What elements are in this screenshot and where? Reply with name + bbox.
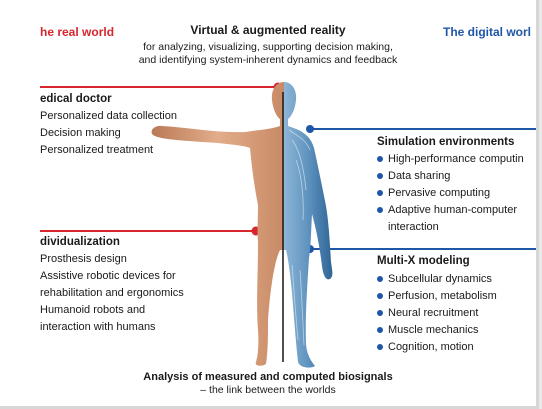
multi-x-modeling-list: Subcellular dynamics Perfusion, metaboli…	[377, 271, 497, 356]
digital-body-half	[284, 82, 333, 368]
list-item: Personalized treatment	[40, 144, 154, 156]
list-item: Cognition, motion	[377, 339, 497, 356]
simulation-environments-title: Simulation environments	[377, 136, 515, 148]
diagram-footer: Analysis of measured and computed biosig…	[0, 372, 536, 396]
list-item: rehabilitation and ergonomics	[40, 287, 184, 299]
list-item: Muscle mechanics	[377, 322, 497, 339]
medical-doctor-list: Personalized data collection Decision ma…	[40, 108, 177, 159]
list-item: High-performance computin	[377, 151, 536, 168]
footer-line1: Analysis of measured and computed biosig…	[143, 371, 393, 383]
real-body-half	[151, 82, 284, 366]
list-item: Pervasive computing	[377, 185, 536, 202]
list-item: Humanoid robots and	[40, 304, 146, 316]
simulation-environments-list: High-performance computin Data sharing P…	[377, 151, 536, 236]
list-item: Decision making	[40, 127, 121, 139]
list-item: Prosthesis design	[40, 253, 127, 265]
list-item: Perfusion, metabolism	[377, 288, 497, 305]
diagram-subtitle-line1: for analyzing, visualizing, supporting d…	[143, 41, 393, 53]
list-item: interaction with humans	[40, 321, 156, 333]
medical-doctor-title: edical doctor	[40, 93, 112, 105]
list-item: Personalized data collection	[40, 110, 177, 122]
diagram-header: Virtual & augmented reality for analyzin…	[0, 24, 536, 67]
real-world-label: he real world	[40, 25, 115, 39]
list-item: Subcellular dynamics	[377, 271, 497, 288]
diagram-title: Virtual & augmented reality	[190, 23, 346, 37]
individualization-list: Prosthesis design Assistive robotic devi…	[40, 251, 184, 336]
multi-x-modeling-title: Multi-X modeling	[377, 255, 470, 267]
diagram-subtitle-line2: and identifying system-inherent dynamics…	[138, 54, 398, 67]
footer-line2: – the link between the worlds	[200, 384, 336, 396]
simulation-connector-dot	[306, 125, 314, 133]
digital-world-label: The digital worl	[443, 25, 532, 39]
list-item: Assistive robotic devices for	[40, 270, 176, 282]
list-item: Data sharing	[377, 168, 536, 185]
list-item: Adaptive human-computer interaction	[377, 202, 536, 236]
individualization-title: dividualization	[40, 236, 120, 248]
list-item: Neural recruitment	[377, 305, 497, 322]
